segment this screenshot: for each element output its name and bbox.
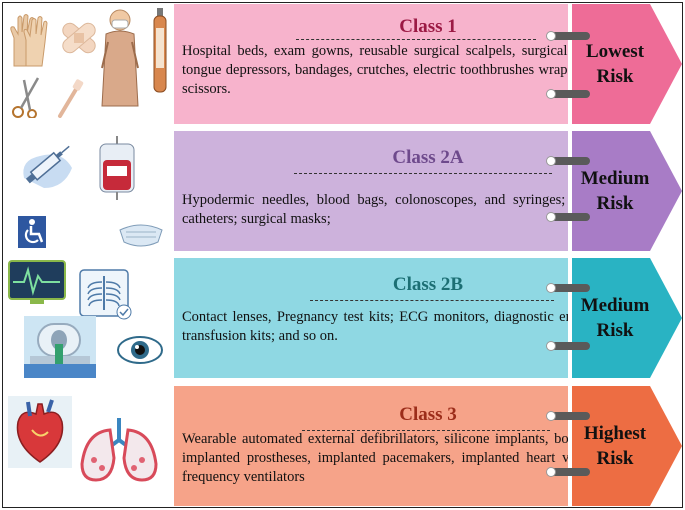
heart-icon [8,396,72,468]
wheelchair-icon [18,216,46,248]
binder-ring [546,30,590,42]
separator [568,258,572,378]
divider [296,39,536,40]
risk-line-2: Risk [596,320,634,341]
binder-ring [546,155,590,167]
ecg-monitor-icon [8,260,66,304]
surgical-mask-icon [119,224,163,247]
risk-line-1: Medium [580,168,650,189]
tier-panel [174,386,569,506]
lungs-icon [80,418,158,482]
arrow-shape [572,4,682,124]
tier-panel [174,131,569,251]
tier-row-class-1: Class 1 Hospital beds, exam gowns, reusa… [174,4,682,124]
risk-line-2: Risk [596,193,634,214]
tier-title: Class 1 [399,16,457,37]
arrow-shape [572,131,682,251]
tier-panel [174,258,569,378]
separator [568,4,572,124]
divider [310,300,554,301]
toothbrush-icon [58,79,84,118]
tier-row-class-2b: Class 2B Contact lenses, Pregnancy test … [174,258,682,378]
gloves-icon [10,14,48,67]
binder-ring [546,282,590,294]
tier-description: Contact lenses, Pregnancy test kits; ECG… [182,309,668,344]
tier-description: Hypodermic needles, blood bags, colonosc… [182,192,668,227]
chest-xray-icon [79,269,132,320]
syringe-icon [23,145,72,188]
icon-column [4,4,170,504]
oxygen-tank-icon [153,8,167,93]
scissors-icon [12,77,40,118]
separator [568,386,572,506]
tier-title: Class 2B [392,274,464,295]
binder-ring [546,211,590,223]
eye-icon [117,336,163,364]
tier-row-class-3: Class 3 Wearable automated external defi… [174,386,682,506]
risk-line-2: Risk [596,448,634,469]
binder-ring [546,466,590,478]
divider [294,173,552,174]
arrow-shape [572,258,682,378]
gown-mask-icon [101,9,139,107]
binder-ring [546,340,590,352]
risk-line-1: Highest [583,423,647,444]
tier-row-class-2a: Class 2A Hypodermic needles, blood bags,… [174,131,682,251]
binder-ring [546,410,590,422]
blood-bag-icon [99,136,135,200]
arrow-shape [572,386,682,506]
tier-description: Hospital beds, exam gowns, reusable surg… [182,43,668,97]
tier-panel [174,4,569,124]
separator [568,131,572,251]
bandage-icon [62,22,96,54]
tier-title: Class 3 [399,404,457,425]
risk-line-2: Risk [596,66,634,87]
binder-ring [546,88,590,100]
risk-line-1: Medium [580,295,650,316]
divider [302,430,550,431]
scanner-icon [24,316,96,378]
tier-description: Wearable automated external defibrillato… [182,431,668,485]
risk-line-1: Lowest [585,41,645,62]
tier-title: Class 2A [392,147,464,168]
